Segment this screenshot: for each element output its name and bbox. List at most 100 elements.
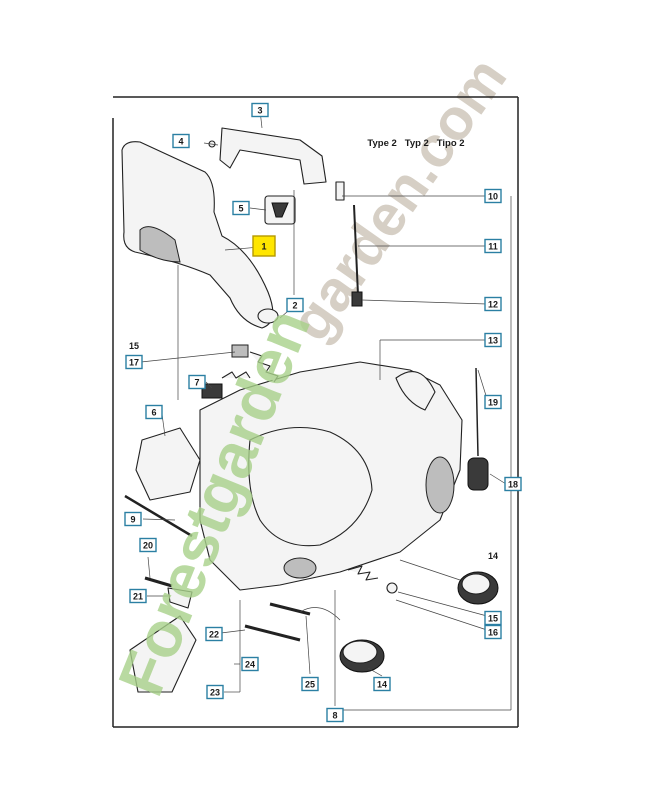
- callout-2: 2: [286, 297, 304, 313]
- rod-9: [124, 494, 193, 538]
- callout-box: [125, 354, 143, 370]
- rod-11: [353, 204, 359, 296]
- callout-12: 12: [484, 296, 502, 312]
- callout-18: 18: [504, 476, 522, 492]
- callout-box: [484, 296, 502, 312]
- screw-16: [386, 582, 398, 594]
- callout-box: [232, 200, 250, 216]
- rear-handle-grip: [139, 226, 181, 263]
- callout-box: [326, 707, 344, 723]
- bolt-24a: [244, 624, 301, 642]
- callout-box: [188, 374, 206, 390]
- spring-7: [221, 371, 251, 379]
- callout-14: 14: [373, 676, 391, 692]
- bracket-23: [129, 615, 197, 693]
- nut-21: [167, 587, 193, 609]
- watermark-diagonal: garden.com: [277, 46, 519, 353]
- callout-number: 9: [130, 515, 135, 525]
- callout-number: 19: [488, 398, 498, 408]
- callout-box: [206, 684, 224, 700]
- callout-number: 16: [488, 628, 498, 638]
- callout-7: 7: [188, 374, 206, 390]
- callout-number: 5: [238, 204, 243, 214]
- callout-number: 13: [488, 336, 498, 346]
- callout-box: [484, 332, 502, 348]
- plain-label-14: 14: [488, 551, 498, 561]
- callout-box: [373, 676, 391, 692]
- callout-19: 19: [484, 394, 502, 410]
- callout-number: 7: [194, 378, 199, 388]
- cylinder-mount: [395, 370, 436, 411]
- callout-box: [484, 188, 502, 204]
- handle-mount-boss: [257, 308, 279, 324]
- callout-box: [484, 238, 502, 254]
- callout-22: 22: [205, 626, 223, 642]
- callout-box: [484, 610, 502, 626]
- callout-box: [286, 297, 304, 313]
- callout-20: 20: [139, 537, 157, 553]
- callout-number: 2: [292, 301, 297, 311]
- fuel-line-19: [475, 367, 479, 457]
- callout-number: 25: [305, 680, 315, 690]
- callout-box: [124, 511, 142, 527]
- plug-12: [351, 291, 363, 307]
- callout-number: 4: [178, 137, 183, 147]
- callout-13: 13: [484, 332, 502, 348]
- callout-number: 6: [151, 408, 156, 418]
- callout-number: 18: [508, 480, 518, 490]
- callout-box: [139, 537, 157, 553]
- callout-6: 6: [145, 404, 163, 420]
- crankcase-inner: [248, 426, 373, 547]
- oil-cap-15-top: [461, 573, 491, 595]
- plain-label-15: 15: [129, 341, 139, 351]
- callout-number: 15: [488, 614, 498, 624]
- oil-cap-strap: [399, 559, 461, 581]
- callout-15: 15: [484, 610, 502, 626]
- pin-10: [335, 181, 345, 201]
- callout-3: 3: [251, 102, 269, 118]
- diagram-frame: [112, 96, 519, 728]
- spring-17-cap: [231, 344, 249, 358]
- spring-17: [249, 351, 279, 383]
- callout-box: [504, 476, 522, 492]
- callout-box: [241, 656, 259, 672]
- bolt-24b: [269, 602, 311, 616]
- callout-box: [205, 626, 223, 642]
- callout-number: 21: [133, 592, 143, 602]
- callout-9: 9: [124, 511, 142, 527]
- fuel-cap-14-top: [342, 640, 378, 664]
- screw-20: [144, 576, 173, 588]
- callout-box: [145, 404, 163, 420]
- callout-number: 3: [257, 106, 262, 116]
- callout-16: 16: [484, 624, 502, 640]
- block-7: [201, 383, 223, 399]
- callout-number: 12: [488, 300, 498, 310]
- callout-box: [129, 588, 147, 604]
- fuel-filter-18: [467, 457, 489, 491]
- callout-4: 4: [172, 133, 190, 149]
- callout-25: 25: [301, 676, 319, 692]
- callout-8: 8: [326, 707, 344, 723]
- cap-14-strap: [299, 607, 341, 621]
- spring-center: [347, 565, 379, 581]
- callout-number: 11: [488, 242, 498, 252]
- callout-number: 17: [129, 358, 139, 368]
- callout-box: [251, 102, 269, 118]
- callout-box: [252, 235, 276, 257]
- callout-number: 23: [210, 688, 220, 698]
- leader-lines: [140, 109, 512, 711]
- callout-box: [301, 676, 319, 692]
- side-bearing: [425, 456, 455, 514]
- callout-23: 23: [206, 684, 224, 700]
- filter-clip: [271, 202, 289, 218]
- callout-number: 1: [261, 242, 266, 252]
- crank-bearing: [283, 557, 317, 579]
- plate-6: [135, 427, 201, 501]
- callout-number: 24: [245, 660, 255, 670]
- parts-drawing: [121, 127, 499, 693]
- watermark-diagonal-text: garden.com: [277, 46, 519, 353]
- callout-number: 20: [143, 541, 153, 551]
- callout-21: 21: [129, 588, 147, 604]
- callout-10: 10: [484, 188, 502, 204]
